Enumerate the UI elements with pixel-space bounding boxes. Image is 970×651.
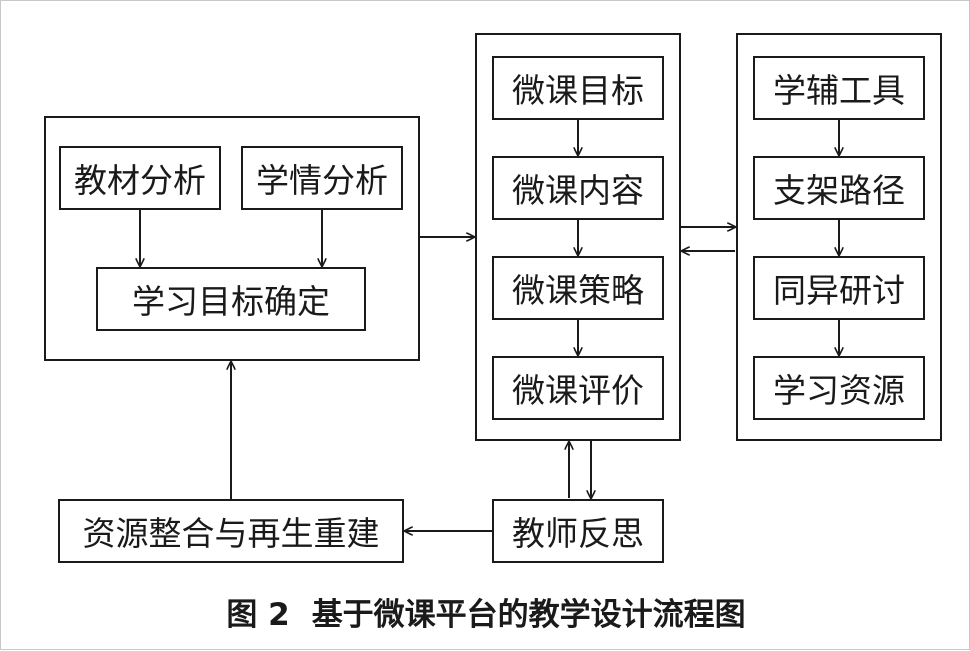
figure-caption: 图 2 基于微课平台的教学设计流程图 bbox=[1, 589, 970, 634]
learner-analysis-box: 学情分析 bbox=[241, 146, 403, 210]
figure-title: 基于微课平台的教学设计流程图 bbox=[311, 597, 746, 633]
scaffold-path-box: 支架路径 bbox=[753, 156, 925, 220]
learning-tools-box: 学辅工具 bbox=[753, 56, 925, 120]
micro-lesson-goal-box: 微课目标 bbox=[492, 56, 664, 120]
micro-lesson-evaluation-box: 微课评价 bbox=[492, 356, 664, 420]
textbook-analysis-box: 教材分析 bbox=[59, 146, 221, 210]
resource-rebuild-box: 资源整合与再生重建 bbox=[58, 499, 404, 563]
micro-lesson-strategy-box: 微课策略 bbox=[492, 256, 664, 320]
learning-goal-box: 学习目标确定 bbox=[96, 267, 366, 331]
peer-discussion-box: 同异研讨 bbox=[753, 256, 925, 320]
teacher-reflection-box: 教师反思 bbox=[492, 499, 664, 563]
figure-number: 图 2 bbox=[226, 597, 290, 633]
learning-resources-box: 学习资源 bbox=[753, 356, 925, 420]
micro-lesson-content-box: 微课内容 bbox=[492, 156, 664, 220]
